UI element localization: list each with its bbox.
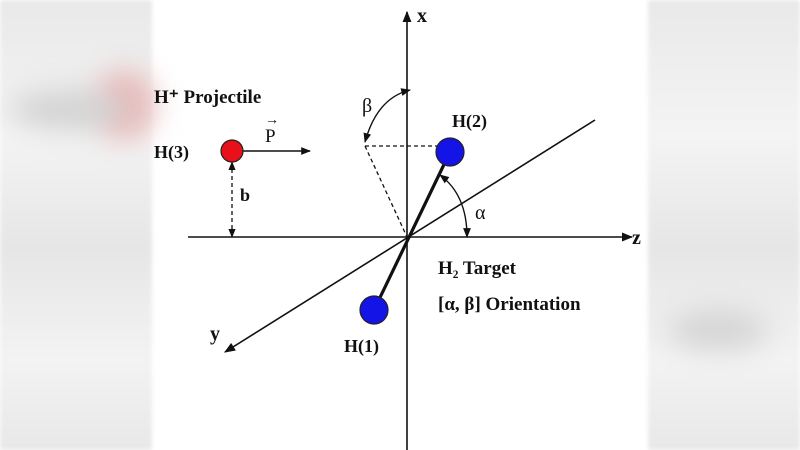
h3-label: H(3) [154,142,189,163]
projection-dashed-diagonal [364,145,408,238]
impact-parameter-label: b [240,185,250,205]
x-axis-label: x [417,5,427,27]
orientation-label: [α, β] Orientation [438,294,581,315]
z-axis-label: z [632,227,641,249]
blur-blob [10,90,130,130]
y-axis-label: y [210,323,220,345]
h2-label: H(2) [452,111,487,132]
alpha-label: α [475,202,486,224]
alpha-arc [439,174,471,238]
left-blur-band [0,0,155,450]
molecule-orientation-diagram: x z y H⁺ Projectile → P H(3) H(2) H(1) b… [154,5,641,450]
molecular-bond [372,151,452,311]
beta-label: β [362,95,372,117]
h1-label: H(1) [344,336,379,357]
beta-arc [363,88,411,143]
right-blur-band [648,0,800,450]
blur-blob [668,310,768,350]
momentum-label: P [265,126,276,147]
h3-projectile-atom [220,139,244,163]
momentum-arrow-mark: → [265,113,279,128]
h2-target-atom [435,137,465,167]
projectile-label: H⁺ Projectile [154,87,261,108]
h1-target-atom [359,295,389,325]
target-label: H₂ Target [438,258,517,279]
